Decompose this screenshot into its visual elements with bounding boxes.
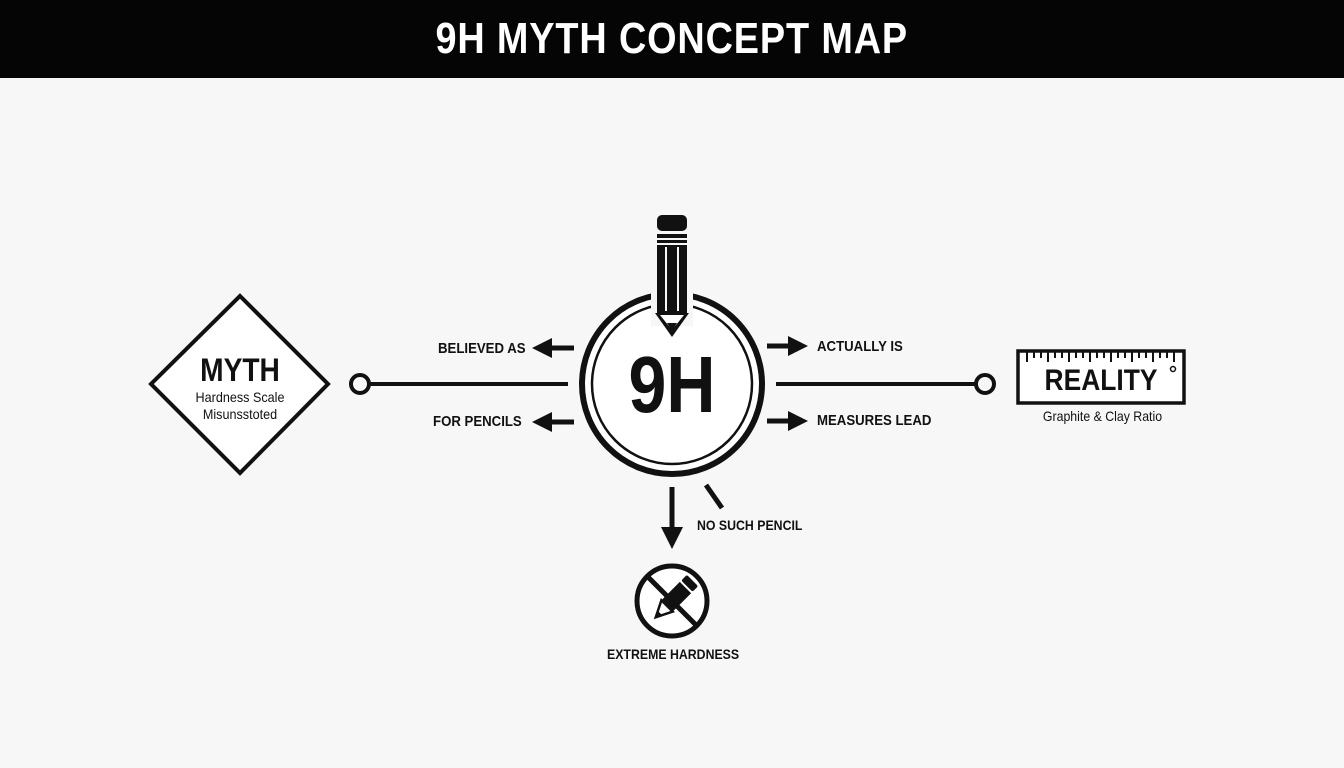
edge-label-measures-lead: MEASURES LEAD <box>817 412 932 429</box>
center-label: 9H <box>628 340 716 429</box>
arrow-right-actually-icon <box>767 336 808 356</box>
slash-mark-icon <box>703 483 725 510</box>
pencil-icon <box>651 215 693 337</box>
reality-title: REALITY <box>1044 364 1158 397</box>
ruler-icon <box>1016 349 1186 405</box>
extreme-hardness-label: EXTREME HARDNESS <box>607 646 740 662</box>
no-pencil-icon <box>634 563 710 639</box>
myth-line-1: Hardness Scale <box>195 389 285 405</box>
left-connector <box>349 373 568 395</box>
reality-subtitle: Graphite & Clay Ratio <box>1042 408 1163 424</box>
myth-title: MYTH <box>200 352 280 388</box>
edge-label-no-such-pencil: NO SUCH PENCIL <box>697 517 803 533</box>
arrow-right-measures-icon <box>767 411 808 431</box>
edge-label-believed-as: BELIEVED AS <box>438 340 526 357</box>
myth-line-2: Misunsstoted <box>202 406 278 422</box>
arrow-left-pencils-icon <box>532 412 574 432</box>
myth-node: MYTH Hardness Scale Misunsstoted <box>150 352 330 423</box>
edge-label-actually-is: ACTUALLY IS <box>817 338 903 355</box>
edge-label-for-pencils: FOR PENCILS <box>433 413 522 430</box>
myth-diamond <box>148 293 331 476</box>
title-bar: 9H MYTH CONCEPT MAP <box>0 0 1344 78</box>
page-title: 9H MYTH CONCEPT MAP <box>435 14 909 63</box>
arrow-down-icon <box>661 487 683 549</box>
right-connector <box>776 373 996 395</box>
arrow-left-believed-icon <box>532 338 574 358</box>
